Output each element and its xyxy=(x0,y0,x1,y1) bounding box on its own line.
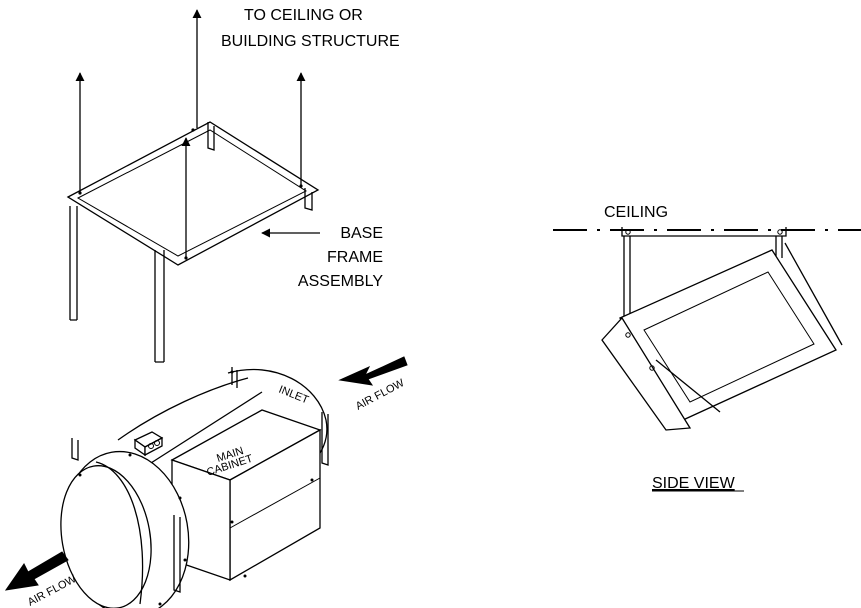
suspension-arrows xyxy=(75,9,306,258)
outlet-ring xyxy=(60,450,190,608)
air-flow-out-arrow xyxy=(4,551,69,591)
main-unit xyxy=(60,367,329,608)
air-flow-in-arrow xyxy=(338,356,408,386)
base-frame-assembly xyxy=(66,121,320,363)
label-ceiling-structure-1: TO CEILING OR xyxy=(244,7,363,24)
label-frame: FRAME xyxy=(327,249,383,266)
label-ceiling-structure-2: BUILDING STRUCTURE xyxy=(221,33,400,50)
vent-block xyxy=(133,431,164,457)
label-side-view: SIDE VIEW xyxy=(652,475,736,492)
label-assembly: ASSEMBLY xyxy=(298,273,383,290)
side-view xyxy=(553,227,861,431)
label-ceiling: CEILING xyxy=(604,204,668,221)
label-base: BASE xyxy=(340,225,383,242)
